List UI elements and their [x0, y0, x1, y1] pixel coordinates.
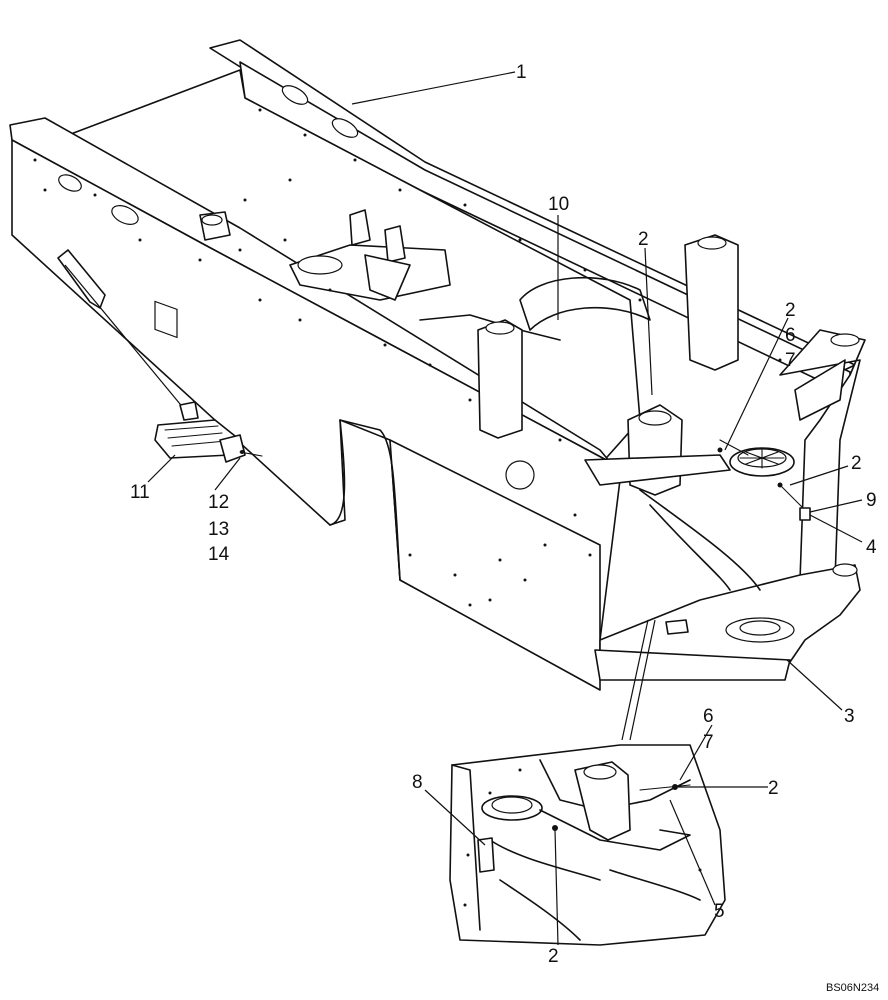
callout-6: 6 [703, 706, 714, 727]
callout-14: 14 [208, 544, 230, 565]
callout-2: 2 [548, 946, 559, 967]
rear-tower-bracket [779, 329, 866, 581]
callout-labels: 1 10 2 2 6 7 2 9 4 3 11 12 13 14 6 7 2 8… [130, 62, 879, 994]
lower-plate [584, 454, 861, 681]
callout-1: 1 [516, 62, 527, 83]
callout-2: 2 [785, 300, 796, 321]
callout-7: 7 [703, 732, 714, 753]
callout-13: 13 [208, 519, 229, 540]
detail-view [424, 724, 768, 946]
callout-2: 2 [768, 778, 779, 799]
drawing-reference: BS06N234 [826, 982, 879, 994]
callout-5: 5 [714, 901, 725, 922]
rivet-dots [33, 108, 782, 607]
turntable-bearing [717, 439, 811, 521]
callout-2: 2 [638, 229, 649, 250]
callout-7: 7 [785, 350, 796, 371]
callout-9: 9 [866, 490, 877, 511]
callout-6: 6 [785, 325, 796, 346]
callout-2: 2 [851, 453, 862, 474]
callout-8: 8 [412, 772, 423, 793]
callout-11: 11 [130, 482, 150, 503]
callout-4: 4 [866, 537, 877, 558]
leader-lines [147, 71, 863, 741]
callout-3: 3 [844, 706, 855, 727]
callout-12: 12 [208, 492, 229, 513]
step-assembly [57, 249, 263, 463]
callout-10: 10 [548, 194, 569, 215]
